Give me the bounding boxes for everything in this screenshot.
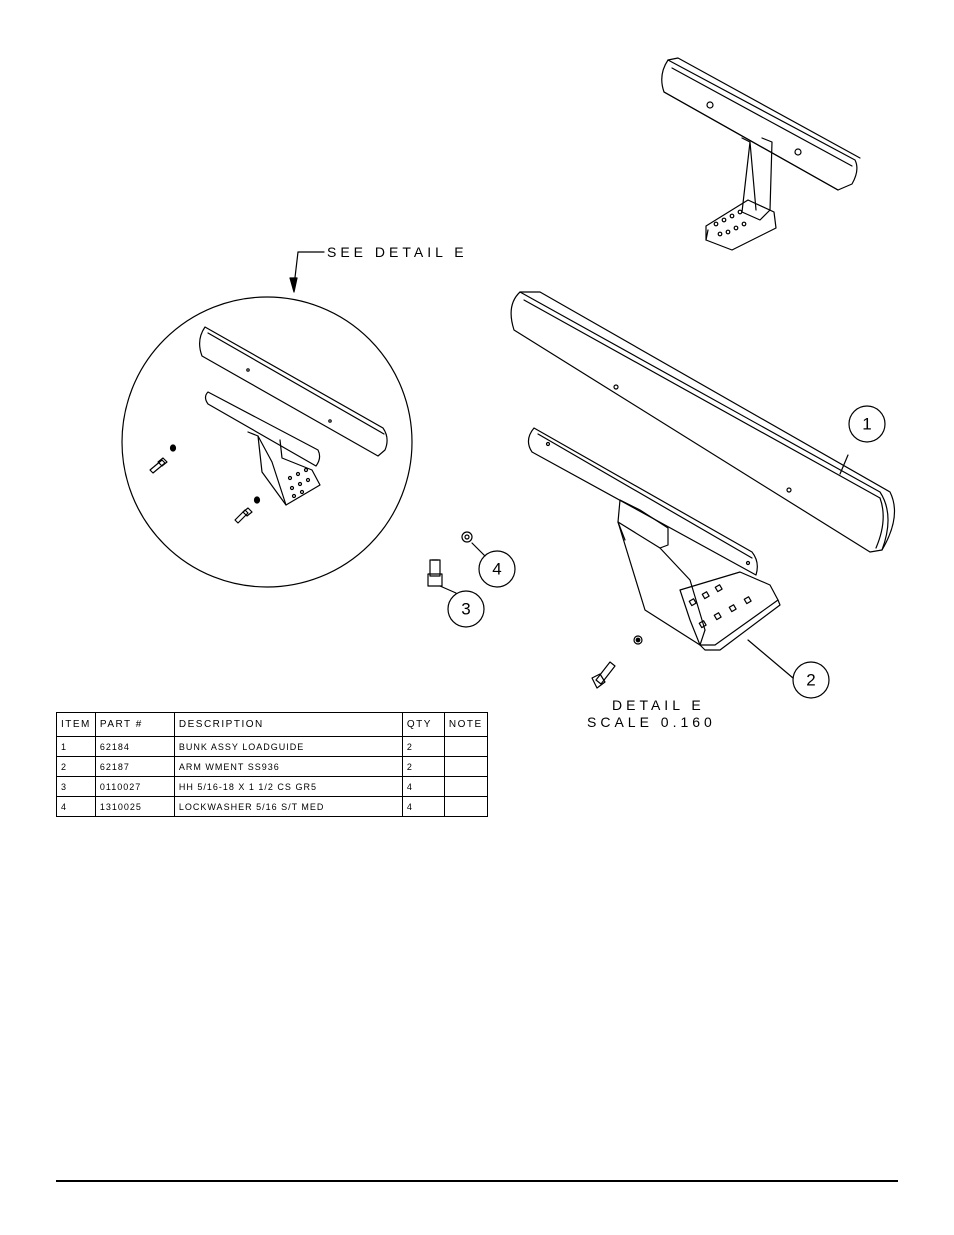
bom-cell-description: ARM WMENT SS936 (173, 756, 403, 777)
bom-cell-note (443, 756, 488, 777)
item-balloons: 1 2 3 4 (439, 405, 886, 699)
detail-scale: SCALE 0.160 (587, 714, 716, 730)
see-detail-leader: SEE DETAIL E (289, 244, 468, 293)
bom-cell-qty: 4 (401, 776, 445, 797)
bom-header-item: ITEM (56, 712, 96, 737)
bom-cell-part: 62187 (94, 756, 175, 777)
bom-cell-note (443, 796, 488, 817)
bom-cell-item: 1 (56, 736, 96, 757)
exploded-bunk-view (510, 291, 896, 689)
bom-row: 2 62187 ARM WMENT SS936 2 (56, 756, 488, 777)
detail-title: DETAIL E (612, 697, 705, 713)
bom-cell-note (443, 736, 488, 757)
bom-cell-qty: 2 (401, 736, 445, 757)
detail-circle-view (121, 296, 413, 588)
bom-row: 3 0110027 HH 5/16-18 X 1 1/2 CS GR5 4 (56, 776, 488, 797)
balloon-4: 4 (492, 560, 501, 579)
bom-cell-description: HH 5/16-18 X 1 1/2 CS GR5 (173, 776, 403, 797)
see-detail-label: SEE DETAIL E (327, 244, 468, 260)
bom-cell-item: 4 (56, 796, 96, 817)
bom-cell-description: LOCKWASHER 5/16 S/T MED (173, 796, 403, 817)
detail-caption: DETAIL E SCALE 0.160 (587, 697, 716, 730)
bom-header-part: PART # (94, 712, 175, 737)
bom-cell-qty: 2 (401, 756, 445, 777)
footer-rule (56, 1180, 898, 1182)
bom-cell-item: 3 (56, 776, 96, 797)
bom-row: 4 1310025 LOCKWASHER 5/16 S/T MED 4 (56, 796, 488, 817)
balloon-3: 3 (461, 600, 470, 619)
bill-of-materials-table: ITEM PART # DESCRIPTION QTY NOTE 1 62184… (56, 712, 488, 817)
loose-hardware (427, 531, 473, 587)
bom-cell-description: BUNK ASSY LOADGUIDE (173, 736, 403, 757)
bom-row: 1 62184 BUNK ASSY LOADGUIDE 2 (56, 736, 488, 757)
bom-cell-item: 2 (56, 756, 96, 777)
bom-cell-part: 1310025 (94, 796, 175, 817)
assembled-bunk-view (661, 57, 861, 251)
bom-header-qty: QTY (401, 712, 445, 737)
bom-header-note: NOTE (443, 712, 488, 737)
bom-cell-part: 62184 (94, 736, 175, 757)
balloon-2: 2 (806, 671, 815, 690)
bom-cell-part: 0110027 (94, 776, 175, 797)
bom-header-row: ITEM PART # DESCRIPTION QTY NOTE (56, 712, 488, 737)
bom-header-description: DESCRIPTION (173, 712, 403, 737)
balloon-1: 1 (862, 415, 871, 434)
bom-cell-note (443, 776, 488, 797)
bom-cell-qty: 4 (401, 796, 445, 817)
